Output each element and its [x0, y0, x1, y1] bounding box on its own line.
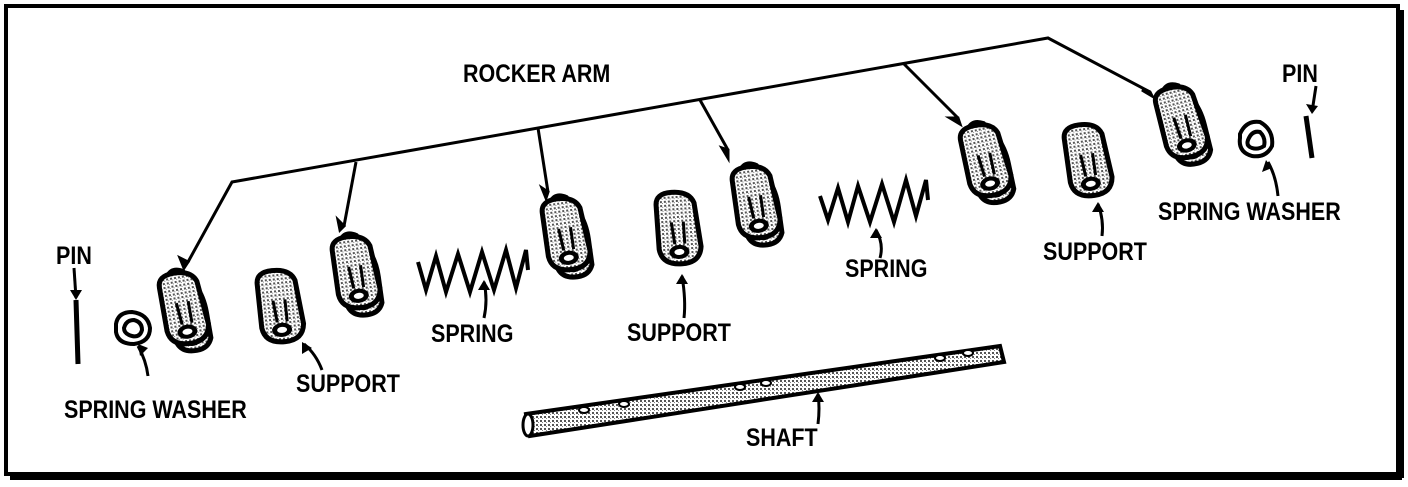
support-label-1: SUPPORT — [296, 370, 400, 398]
rocker-arm-6 — [1152, 79, 1213, 169]
pin-left-label: PIN — [56, 242, 92, 270]
rocker-arm-4 — [730, 161, 783, 249]
rocker-arm-2 — [330, 231, 383, 319]
spring-label-2: SPRING — [845, 255, 928, 283]
rocker-arm-leader-lines — [177, 36, 1156, 272]
rocker-arm-1 — [157, 266, 213, 355]
outer-border — [4, 4, 1400, 476]
support-label-3: SUPPORT — [1043, 238, 1147, 266]
pin-right-label: PIN — [1282, 60, 1318, 88]
spring-washer-left-part — [114, 309, 153, 347]
shaft-label: SHAFT — [746, 424, 818, 452]
pin-right-part — [1303, 115, 1315, 159]
spring-washer-right-part — [1237, 119, 1275, 159]
label-arrowheads — [70, 104, 1318, 402]
rocker-arm-label: ROCKER ARM — [463, 60, 611, 88]
support-1-part — [256, 268, 305, 344]
spring-2-part — [818, 172, 930, 230]
support-2-part — [655, 191, 702, 266]
spring-label-1: SPRING — [431, 320, 514, 348]
spring-washer-left-label: SPRING WASHER — [64, 396, 247, 424]
rocker-arm-3 — [540, 193, 593, 281]
pin-left-part — [73, 299, 81, 365]
shaft-part — [521, 343, 1007, 439]
spring-washer-right-label: SPRING WASHER — [1158, 198, 1341, 226]
rocker-arm-5 — [958, 118, 1016, 207]
support-3-part — [1063, 121, 1115, 198]
spring-1-part — [416, 242, 530, 300]
support-label-2: SUPPORT — [627, 319, 731, 347]
